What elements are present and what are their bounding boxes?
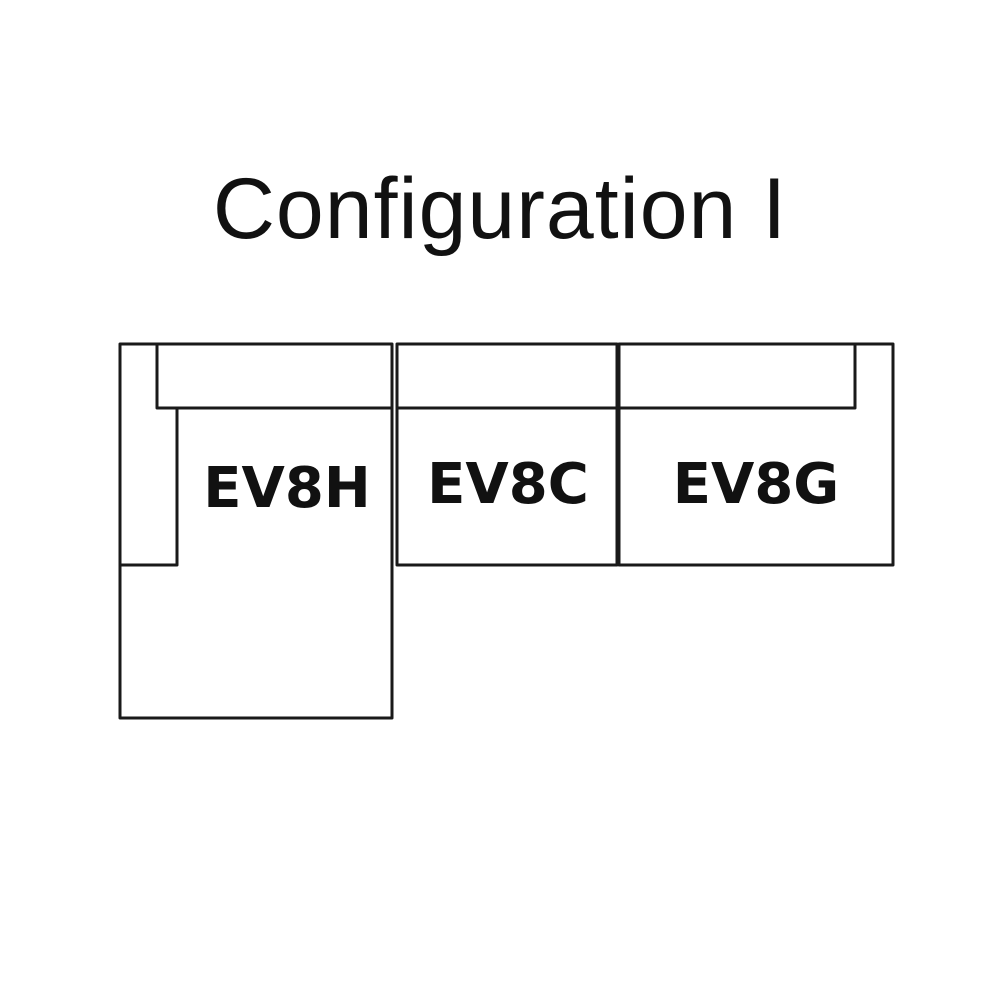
ev8g-label: EV8G bbox=[673, 452, 840, 517]
ev8h-back-cushion bbox=[155, 344, 392, 410]
module-ev8c: EV8C bbox=[395, 342, 619, 567]
ev8h-label: EV8H bbox=[203, 456, 370, 521]
module-ev8g: EV8G bbox=[617, 342, 895, 567]
diagram-title: Configuration I bbox=[212, 161, 788, 257]
module-ev8h: EV8H bbox=[118, 342, 394, 720]
ev8c-label: EV8C bbox=[427, 452, 589, 517]
ev8c-outline bbox=[395, 342, 619, 567]
ev8g-back-cushion bbox=[619, 344, 857, 410]
ev8g-outline bbox=[617, 342, 895, 567]
ev8h-left-arm bbox=[120, 408, 179, 567]
ev8h-outline bbox=[118, 342, 394, 720]
